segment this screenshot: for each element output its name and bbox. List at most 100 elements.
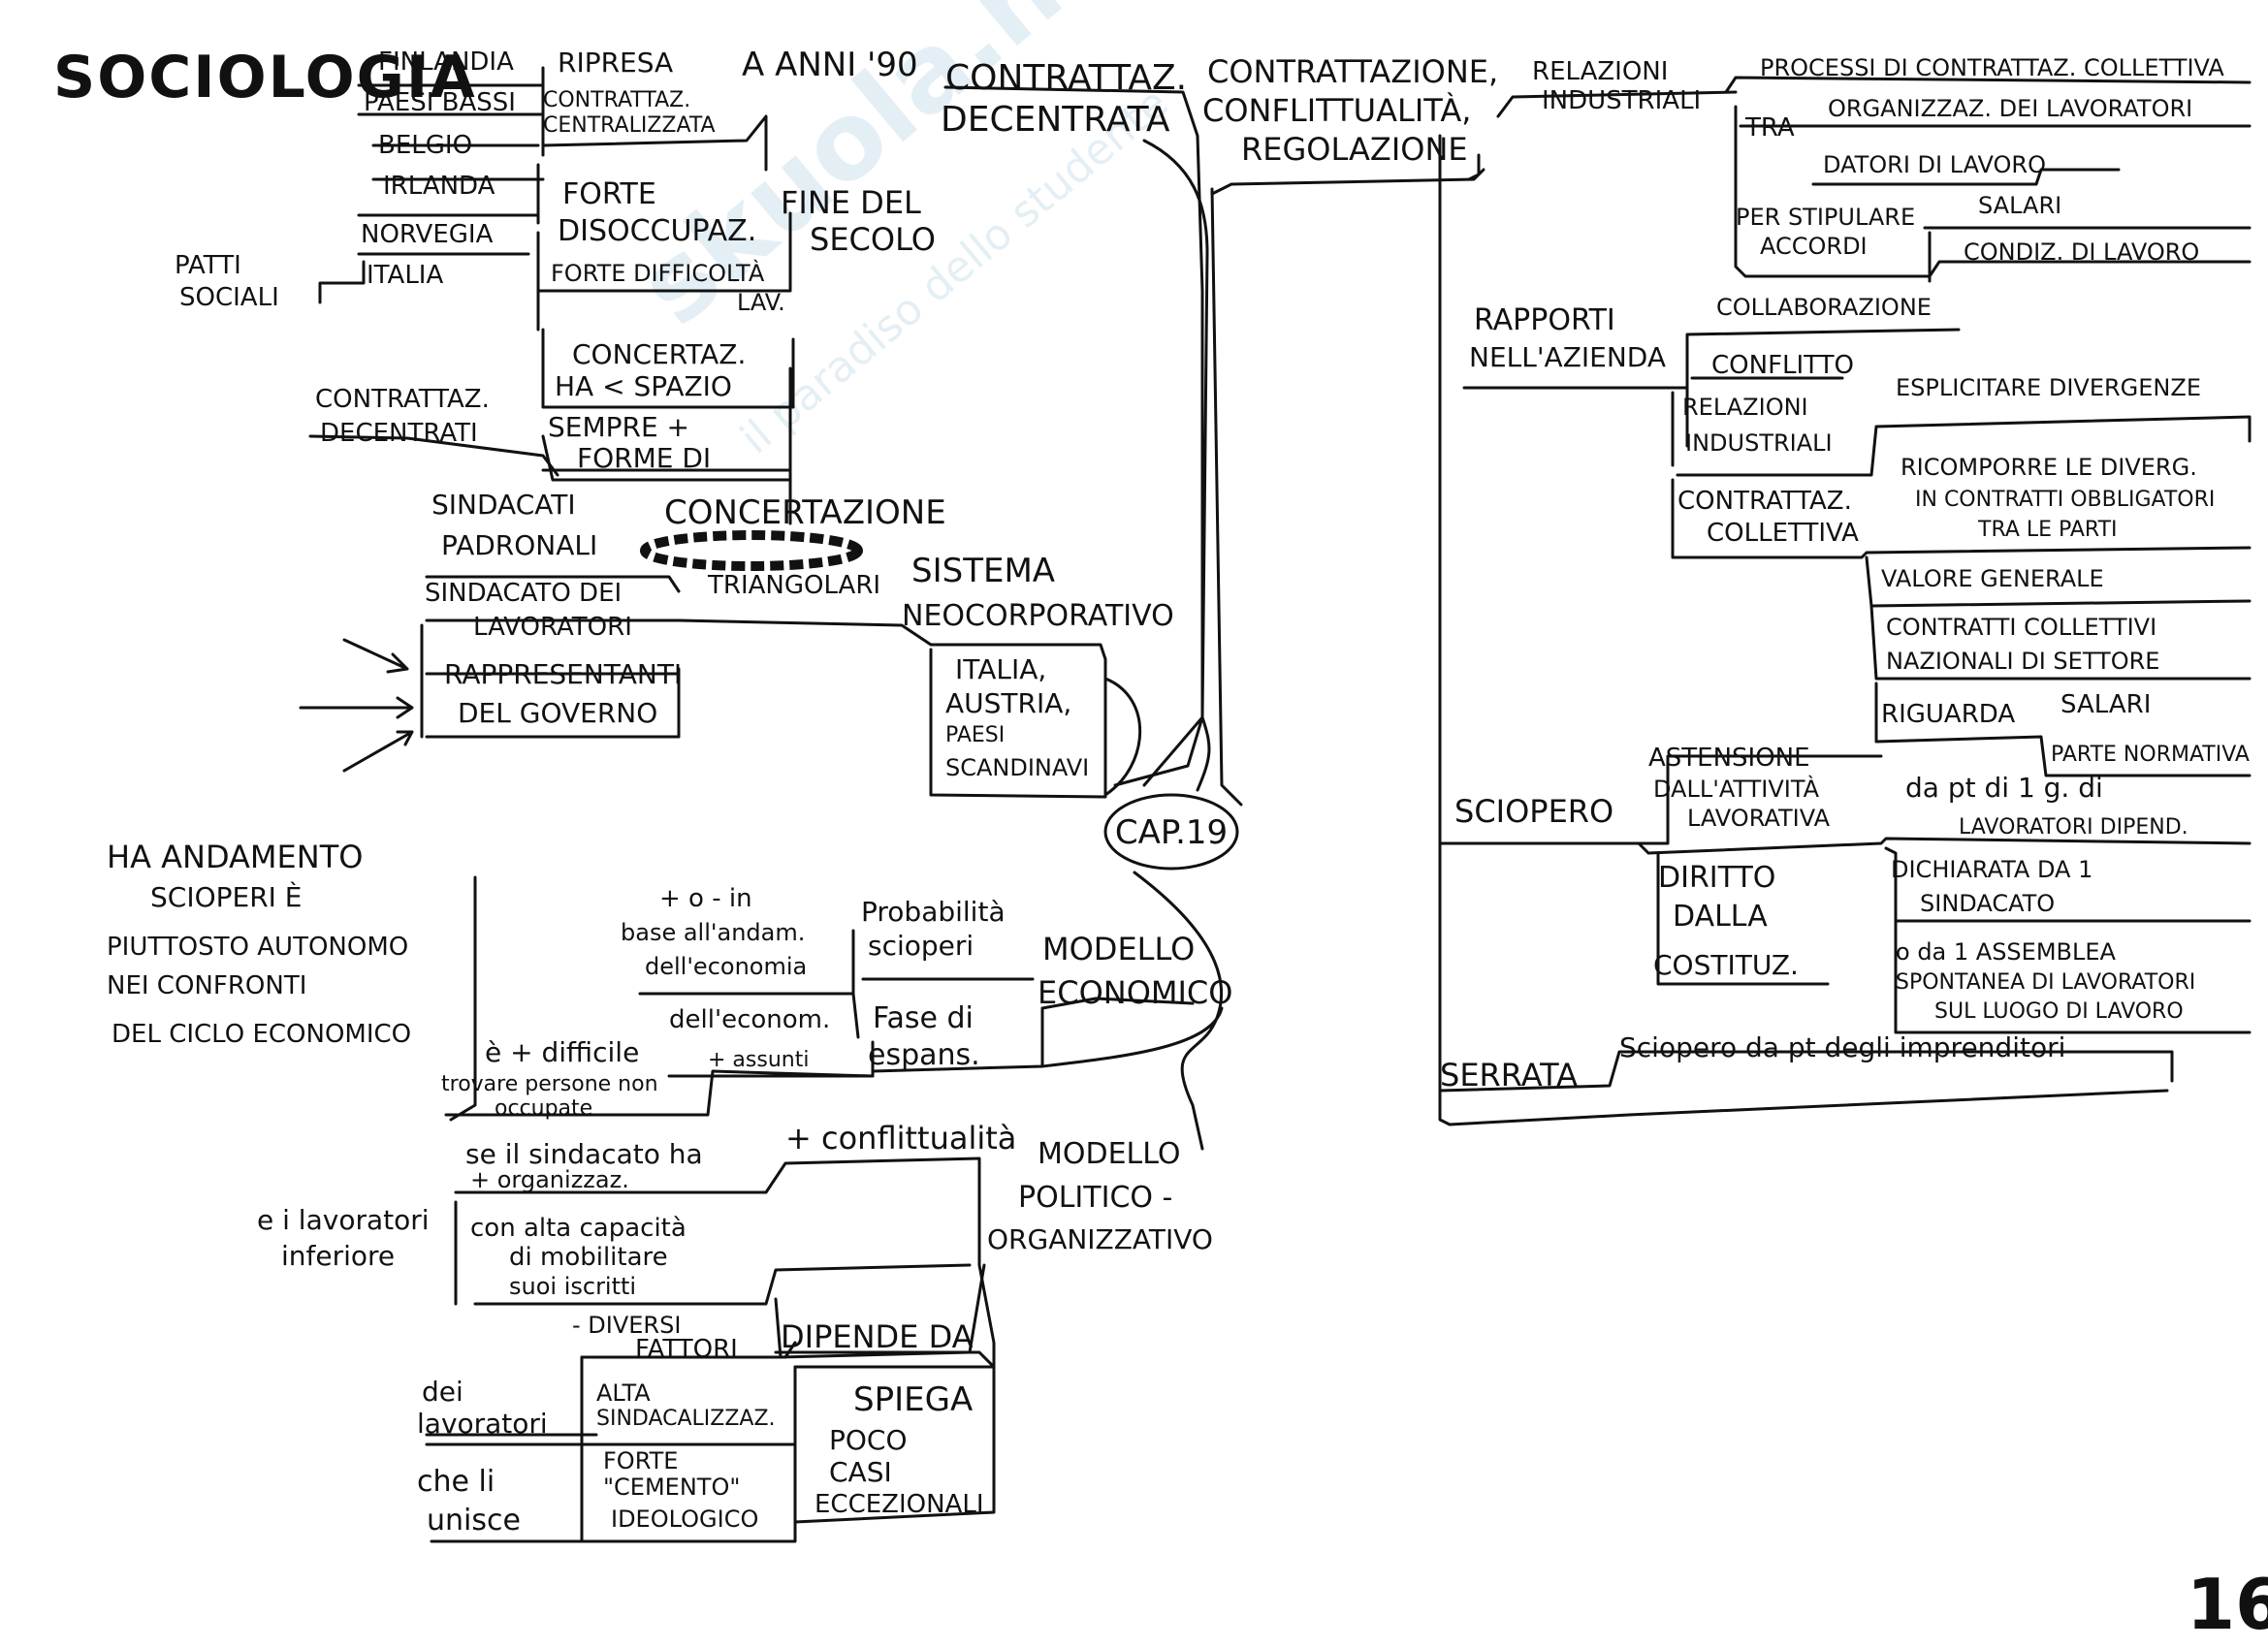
relazioni-industriali-1: RELAZIONI: [1532, 57, 1668, 86]
anni-90: A ANNI '90: [742, 46, 918, 84]
in-base-1: + o - in: [659, 884, 752, 913]
diritto-3: COSTITUZ.: [1653, 949, 1799, 981]
pochi-casi-3: ECCEZIONALI: [815, 1490, 984, 1519]
ricomporre-1: RICOMPORRE LE DIVERG.: [1901, 454, 2197, 481]
sistema-neocorp-2: NEOCORPORATIVO: [902, 599, 1174, 633]
assemblea-2: SPONTANEA DI LAVORATORI: [1896, 970, 2195, 995]
sindacato-lavoratori-2: LAVORATORI: [473, 613, 632, 642]
ricomporre-2: IN CONTRATTI OBBLIGATORI: [1915, 488, 2215, 512]
per-stipulare-1: PER STIPULARE: [1736, 204, 1915, 231]
rappresentanti-governo-1: RAPPRESENTANTI: [444, 658, 682, 690]
pochi-casi-1: POCO: [829, 1424, 908, 1456]
forte-cemento-2: "CEMENTO": [603, 1474, 740, 1501]
paese-italia: ITALIA,: [955, 653, 1046, 685]
pochi-casi-2: CASI: [829, 1456, 892, 1488]
capacita-1: con alta capacità: [470, 1214, 687, 1243]
forte-difficolta-1: FORTE DIFFICOLTÀ: [551, 259, 765, 287]
contrattaz-decentrati-1: CONTRATTAZ.: [315, 385, 490, 414]
sindacati-padronali-1: SINDACATI: [431, 489, 576, 521]
che-li-unisce-1: che li: [417, 1465, 495, 1499]
riguarda: RIGUARDA: [1881, 700, 2015, 729]
capacita-3: suoi iscritti: [509, 1273, 636, 1300]
diritto-1: DIRITTO: [1658, 861, 1775, 895]
condiz: CONDIZ. DI LAVORO: [1964, 238, 2199, 266]
forte-disoccupaz-1: FORTE: [562, 177, 656, 211]
alta-sind-2: SINDACALIZZAZ.: [596, 1407, 776, 1431]
paese-scandinavi: SCANDINAVI: [945, 754, 1089, 781]
sempre-forme-1: SEMPRE +: [548, 411, 689, 443]
contr-coll-2: COLLETTIVA: [1707, 519, 1859, 548]
parte-norm: PARTE NORMATIVA: [2051, 743, 2250, 767]
capacita-2: di mobilitare: [509, 1243, 668, 1272]
sciopero-impr: Sciopero da pt degli imprenditori: [1619, 1031, 2065, 1063]
econ-note-1: HA ANDAMENTO: [107, 839, 363, 875]
sciopero: SCIOPERO: [1454, 793, 1613, 830]
dei-lavoratori-1: dei: [422, 1376, 463, 1408]
modello-economico-1: MODELLO: [1042, 931, 1195, 967]
contratti-naz-1: CONTRATTI COLLETTIVI: [1886, 614, 2156, 641]
contr-decentrata-1: CONTRATTAZ.: [945, 58, 1187, 98]
tra: TRA: [1744, 113, 1795, 143]
top-center-2: CONFLITTUALITÀ,: [1202, 92, 1471, 129]
rapporti-1: RAPPORTI: [1474, 303, 1615, 337]
valore: VALORE GENERALE: [1881, 565, 2104, 592]
serrata: SERRATA: [1440, 1057, 1578, 1093]
astensione-2: DALL'ATTIVITÀ: [1653, 775, 1820, 803]
modello-politico-1: MODELLO: [1038, 1137, 1181, 1171]
contrattaz-decentrati-2: DECENTRATI: [320, 419, 478, 448]
econ-note-2: SCIOPERI È: [150, 880, 303, 913]
sempre-forme-2: FORME DI: [577, 442, 711, 474]
lavoratori-inferiore-1: e i lavoratori: [257, 1204, 430, 1236]
scribble-crossout: [645, 535, 858, 566]
forte-difficolta-2: LAV.: [737, 289, 785, 316]
contr-decentrata-2: DECENTRATA: [941, 100, 1170, 140]
ripresa-3: CENTRALIZZATA: [543, 113, 716, 138]
difficile-1: è + difficile: [485, 1036, 639, 1068]
fase-espans-1: Fase di: [873, 1001, 974, 1035]
top-center-1: CONTRATTAZIONE,: [1207, 53, 1498, 90]
page-number: 16: [2187, 1564, 2268, 1645]
datori: DATORI DI LAVORO: [1823, 151, 2046, 178]
fase-espans-2: espans.: [868, 1038, 980, 1072]
assemblea-3: SUL LUOGO DI LAVORO: [1934, 999, 2184, 1024]
in-base-2: base all'andam.: [621, 919, 805, 946]
diversi-fattori-2: FATTORI: [635, 1335, 738, 1364]
rapporti-2: NELL'AZIENDA: [1469, 341, 1666, 373]
ricomporre-3: TRA LE PARTI: [1977, 518, 2118, 542]
concertazione: CONCERTAZIONE: [664, 493, 946, 532]
astensione-3: LAVORATIVA: [1687, 805, 1831, 832]
concertaz-spazio-1: CONCERTAZ.: [572, 338, 746, 370]
center-node-label: CAP.19: [1115, 813, 1228, 852]
che-li-unisce-2: unisce: [427, 1504, 521, 1537]
collaborazione: COLLABORAZIONE: [1716, 294, 1932, 321]
sindacato-confl-3: + organizzaz.: [470, 1166, 629, 1193]
lavoratori-inferiore-2: inferiore: [281, 1240, 395, 1272]
dichiarata-2: SINDACATO: [1920, 890, 2055, 917]
modello-politico-2: POLITICO -: [1018, 1181, 1172, 1215]
fine-secolo-2: SECOLO: [810, 221, 936, 258]
difficile-3: occupate: [495, 1096, 592, 1121]
diritto-2: DALLA: [1673, 900, 1768, 934]
forte-disoccupaz-2: DISOCCUPAZ.: [558, 214, 756, 248]
rel-ind-2-1: RELAZIONI: [1682, 394, 1808, 421]
dichiarata-1: DICHIARATA DA 1: [1891, 856, 2092, 883]
country-paesi-bassi: PAESI BASSI: [364, 88, 516, 117]
country-norvegia: NORVEGIA: [361, 220, 494, 249]
concertaz-spazio-2: HA < SPAZIO: [555, 370, 732, 402]
per-stipulare-2: ACCORDI: [1760, 233, 1868, 260]
fine-secolo-1: FINE DEL: [781, 184, 921, 221]
assemblea-1: o da 1 ASSEMBLEA: [1896, 938, 2117, 966]
spiega: SPIEGA: [853, 1380, 973, 1419]
forte-cemento-1: FORTE: [603, 1447, 678, 1474]
paese-austria: AUSTRIA,: [945, 687, 1071, 719]
organizzaz: ORGANIZZAZ. DEI LAVORATORI: [1828, 95, 2192, 122]
rappresentanti-governo-2: DEL GOVERNO: [458, 697, 657, 729]
ripresa-1: RIPRESA: [558, 47, 673, 79]
alta-sind-1: ALTA: [596, 1379, 651, 1407]
contratti-naz-2: NAZIONALI DI SETTORE: [1886, 648, 2159, 675]
sistema-neocorp-1: SISTEMA: [911, 552, 1055, 590]
modello-economico-2: ECONOMICO: [1038, 974, 1232, 1011]
esplicitare: ESPLICITARE DIVERGENZE: [1896, 374, 2201, 401]
probabilita-1: Probabilità: [861, 896, 1006, 928]
